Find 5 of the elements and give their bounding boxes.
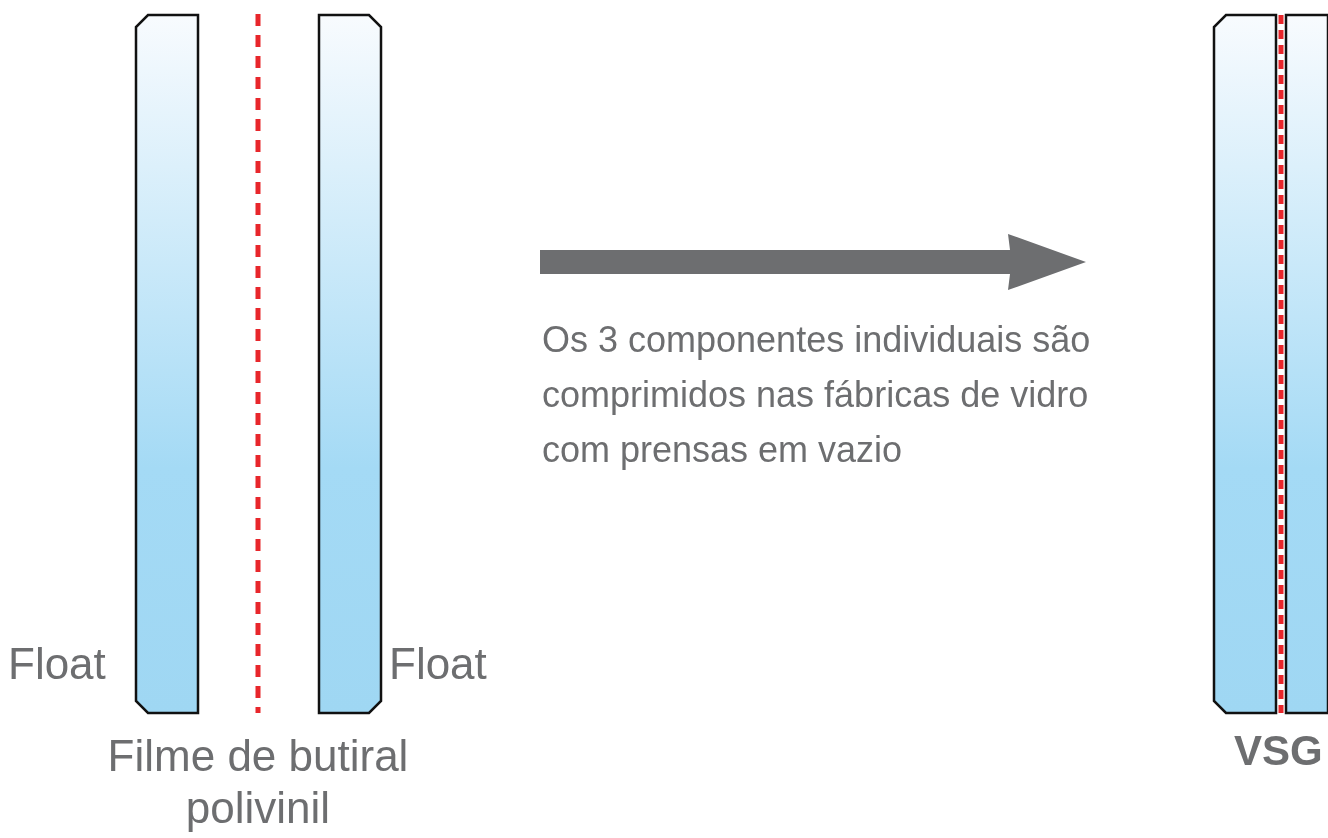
caption-text: Os 3 componentes individuais são comprimidos nas fábricas de vidro com prensas em vazio bbox=[542, 318, 1092, 472]
product-label: VSG bbox=[1234, 730, 1323, 772]
pane-label: Float bbox=[389, 642, 487, 686]
film-label: Filme de butiral polivinil bbox=[106, 730, 410, 834]
pane-label: Float bbox=[8, 642, 106, 686]
